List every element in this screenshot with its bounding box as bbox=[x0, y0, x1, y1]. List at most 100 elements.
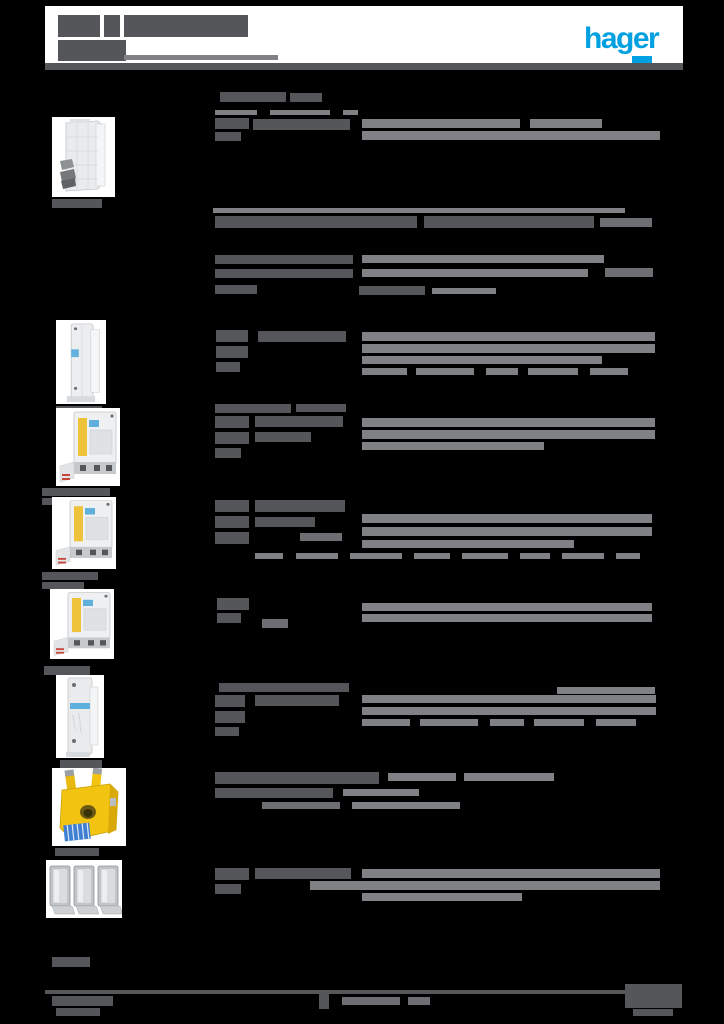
spec-icon bbox=[215, 711, 245, 723]
blanking-plates-photo bbox=[46, 860, 122, 918]
footer-text bbox=[52, 996, 113, 1006]
footer-text bbox=[56, 1008, 100, 1016]
photo-caption bbox=[42, 582, 84, 589]
body-text bbox=[362, 893, 522, 901]
spec-icon bbox=[215, 695, 245, 707]
section-heading bbox=[296, 404, 346, 412]
doc-title bbox=[58, 40, 126, 61]
body-text bbox=[520, 553, 550, 559]
spec-icon bbox=[216, 362, 240, 372]
body-text bbox=[310, 881, 660, 890]
photo-caption bbox=[44, 666, 90, 675]
list-label bbox=[215, 255, 353, 264]
body-text bbox=[616, 553, 640, 559]
spec-icon bbox=[215, 448, 241, 458]
body-text bbox=[362, 119, 520, 128]
section-heading bbox=[220, 92, 286, 102]
section-subheading bbox=[215, 110, 257, 115]
section-subheading bbox=[343, 110, 358, 115]
body-text bbox=[362, 344, 655, 353]
tall-din-module-photo bbox=[56, 675, 104, 758]
spec-icon bbox=[216, 330, 248, 342]
body-text bbox=[590, 368, 628, 375]
photo-caption bbox=[52, 199, 102, 208]
footer-text bbox=[342, 997, 400, 1005]
yellow-comb-busbar-photo bbox=[52, 768, 126, 846]
body-text bbox=[296, 553, 338, 559]
body-text bbox=[350, 553, 402, 559]
body-text bbox=[215, 216, 417, 228]
body-text bbox=[534, 719, 584, 726]
body-text bbox=[362, 719, 410, 726]
body-text bbox=[352, 802, 460, 809]
product-label bbox=[255, 868, 351, 879]
body-text bbox=[362, 418, 655, 427]
body-text bbox=[262, 802, 340, 809]
spec-icon bbox=[215, 132, 241, 141]
body-text bbox=[362, 603, 652, 611]
body-text bbox=[414, 553, 450, 559]
section-heading bbox=[359, 286, 425, 295]
body-text bbox=[213, 208, 625, 213]
spec-icon bbox=[215, 416, 249, 428]
spec-icon bbox=[217, 613, 241, 623]
body-text bbox=[420, 719, 478, 726]
body-text bbox=[362, 356, 602, 364]
din-module-side-photo bbox=[52, 117, 115, 197]
product-label bbox=[255, 432, 311, 442]
body-text bbox=[343, 789, 419, 796]
section-heading bbox=[290, 93, 322, 102]
rcd-add-on-block-photo bbox=[56, 408, 120, 486]
logo-accent-tab bbox=[632, 56, 652, 63]
header-rule bbox=[45, 63, 683, 70]
body-text bbox=[362, 430, 655, 439]
footer-text bbox=[408, 997, 430, 1005]
rcd-add-on-block-photo bbox=[50, 589, 114, 659]
body-text bbox=[362, 707, 656, 715]
product-label bbox=[253, 119, 350, 130]
spec-icon bbox=[215, 432, 249, 444]
spec-icon bbox=[215, 516, 249, 528]
list-value bbox=[362, 255, 604, 263]
body-text bbox=[416, 368, 474, 375]
product-label bbox=[262, 619, 288, 628]
body-text bbox=[362, 527, 652, 536]
body-text bbox=[362, 614, 652, 622]
product-label bbox=[258, 331, 346, 342]
list-value bbox=[362, 269, 588, 277]
spec-icon bbox=[215, 118, 249, 129]
spec-icon bbox=[215, 868, 249, 880]
photo-caption bbox=[52, 957, 90, 967]
spec-icon bbox=[216, 346, 248, 358]
spec-icon bbox=[217, 598, 249, 610]
list-value bbox=[605, 268, 653, 277]
hager-logo: hager bbox=[584, 22, 660, 55]
body-text bbox=[362, 540, 574, 548]
body-text bbox=[424, 216, 594, 228]
body-text bbox=[557, 687, 655, 694]
body-text bbox=[362, 442, 544, 450]
section-subheading bbox=[270, 110, 330, 115]
body-text bbox=[362, 131, 660, 140]
spec-icon bbox=[215, 884, 241, 894]
body-text bbox=[462, 553, 508, 559]
slim-module-side-photo bbox=[56, 320, 106, 404]
product-label bbox=[255, 517, 315, 527]
section-heading bbox=[219, 683, 349, 692]
product-label bbox=[255, 695, 339, 706]
photo-caption bbox=[42, 488, 110, 496]
footer-text bbox=[319, 993, 329, 1009]
body-text bbox=[255, 553, 283, 559]
body-text bbox=[362, 695, 656, 703]
body-text bbox=[362, 869, 660, 878]
product-label bbox=[255, 500, 345, 512]
photo-caption bbox=[55, 848, 99, 856]
body-text bbox=[464, 773, 554, 781]
product-label bbox=[215, 788, 333, 798]
section-heading bbox=[215, 404, 291, 413]
body-text bbox=[600, 218, 652, 227]
photo-caption bbox=[60, 760, 102, 769]
spec-icon bbox=[215, 727, 239, 736]
body-text bbox=[596, 719, 636, 726]
